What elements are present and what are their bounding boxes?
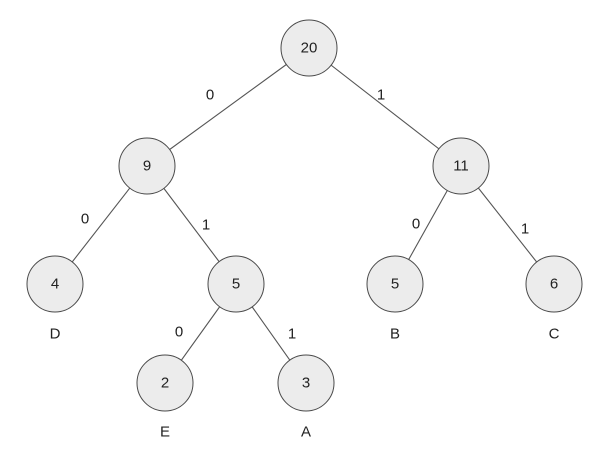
node-circle (277, 354, 335, 412)
node-circle (432, 137, 490, 195)
tree-node-9: 9 (118, 137, 176, 195)
node-circle (26, 255, 84, 313)
tree-node-5-right: 5 (366, 255, 424, 313)
node-value: 2 (161, 375, 169, 392)
edge-label-root-to-9: 0 (206, 87, 214, 104)
edge-root-to-9 (146, 47, 310, 167)
node-value: 6 (550, 276, 558, 293)
edge-label-9-to-4: 0 (81, 211, 89, 228)
tree-node-20: 20 (280, 19, 338, 77)
node-value: 20 (301, 40, 318, 57)
node-circle (136, 354, 194, 412)
tree-node-11: 11 (432, 137, 490, 195)
node-circle (525, 255, 583, 313)
node-circle (280, 19, 338, 77)
node-value: 11 (453, 158, 469, 175)
node-value: 4 (51, 276, 59, 293)
edge-label-5-to-3: 1 (288, 326, 296, 343)
edge-labels: 0 1 0 1 0 1 0 1 (81, 87, 529, 343)
tree-node-2: 2 (136, 354, 194, 412)
node-circle (366, 255, 424, 313)
node-value: 9 (143, 158, 151, 175)
edge-label-9-to-5: 1 (202, 217, 210, 234)
leaf-labels: D B C E A (50, 326, 560, 441)
node-value: 3 (302, 375, 310, 392)
node-circle (118, 137, 176, 195)
edge-label-root-to-11: 1 (377, 87, 385, 104)
leaf-label-d: D (50, 326, 61, 343)
tree-node-5-left: 5 (207, 255, 265, 313)
edge-label-5-to-2: 0 (175, 324, 183, 341)
leaf-label-c: C (549, 326, 560, 343)
edge-root-to-11 (308, 47, 462, 167)
nodes: 20 9 11 4 5 5 6 2 (26, 19, 583, 412)
edge-label-11-to-5: 0 (412, 216, 420, 233)
node-value: 5 (232, 276, 240, 293)
edge-label-11-to-6: 1 (521, 221, 529, 238)
tree-node-6: 6 (525, 255, 583, 313)
edges (54, 47, 555, 384)
leaf-label-e: E (160, 424, 170, 441)
leaf-label-b: B (390, 326, 400, 343)
node-value: 5 (391, 276, 399, 293)
leaf-label-a: A (301, 424, 311, 441)
node-circle (207, 255, 265, 313)
tree-node-4: 4 (26, 255, 84, 313)
tree-node-3: 3 (277, 354, 335, 412)
